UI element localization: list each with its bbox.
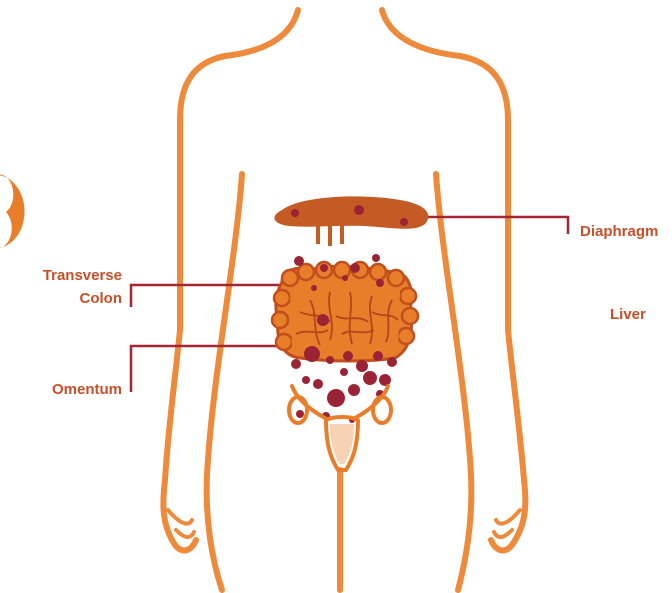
transverse-colon-label-line2: Colon [80,289,123,309]
left-torso-outline [207,174,242,590]
left-ovary [289,397,307,423]
liver-label: Liver [610,305,646,325]
right-ovary [373,397,391,423]
diaphragm-organ [274,196,428,246]
right-torso-outline [436,174,471,590]
left-arm-outline [163,330,196,550]
diaphragm-label: Diaphragm [580,222,658,242]
right-arm-outline [491,330,525,550]
edge-circle-fragment [0,174,25,248]
transverse-colon-leader [131,285,290,307]
diaphragm-leader [412,217,568,234]
transverse-colon-label-line1: Transverse [43,266,122,286]
omentum-label: Omentum [52,380,122,400]
